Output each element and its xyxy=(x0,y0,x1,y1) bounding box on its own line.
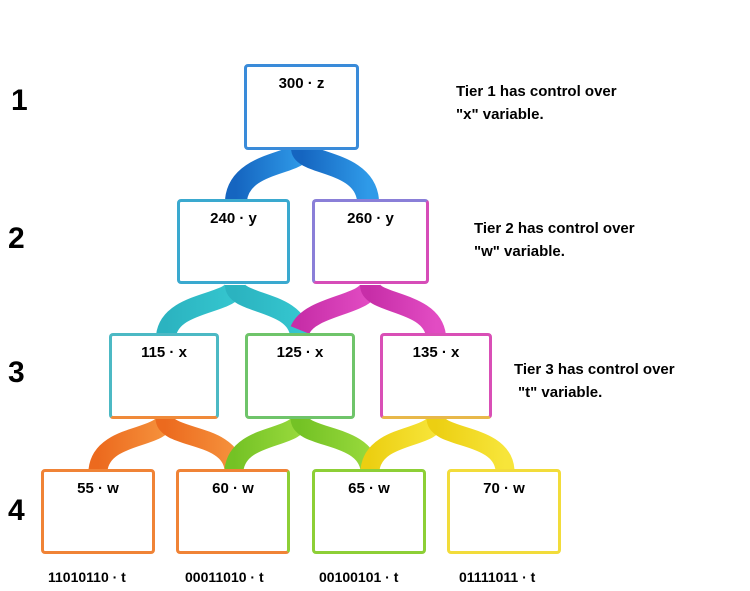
tier-number-4: 4 xyxy=(8,494,25,527)
node-tier2-left-label: 240 · y xyxy=(210,210,257,227)
connector-tier3a-tier4 xyxy=(88,415,244,473)
node-tier2-right-label: 260 · y xyxy=(347,210,394,227)
connector-tier2b-tier3 xyxy=(290,282,446,339)
code-tier4-1: 11010110 · t xyxy=(48,569,126,585)
node-tier2-right: 260 · y xyxy=(312,199,429,284)
node-tier3-right-label: 135 · x xyxy=(412,344,460,361)
node-tier3-right: 135 · x xyxy=(380,333,492,419)
node-tier2-left: 240 · y xyxy=(177,199,290,284)
note-tier2-line1: Tier 2 has control over xyxy=(474,220,635,237)
node-tier3-middle-label: 125 · x xyxy=(276,344,324,361)
connector-tier3b-tier4 xyxy=(224,415,380,473)
node-tier4-4-label: 70 · w xyxy=(483,480,525,497)
tier-number-2: 2 xyxy=(8,222,25,255)
node-tier1-label: 300 · z xyxy=(278,75,325,92)
node-tier4-4: 70 · w xyxy=(447,469,561,554)
node-tier3-middle: 125 · x xyxy=(245,333,355,419)
tier-number-1: 1 xyxy=(11,84,28,117)
node-tier3-left-label: 115 · x xyxy=(141,344,187,361)
node-tier4-2: 60 · w xyxy=(176,469,290,554)
note-tier2-line2: "w" variable. xyxy=(474,243,565,260)
connector-tier1-tier2 xyxy=(225,143,379,203)
note-tier3-line1: Tier 3 has control over xyxy=(514,361,675,378)
note-tier2: Tier 2 has control over "w" variable. xyxy=(474,217,635,263)
node-tier4-1: 55 · w xyxy=(41,469,155,554)
code-tier4-4: 01111011 · t xyxy=(459,569,536,585)
node-tier4-3: 65 · w xyxy=(312,469,426,554)
code-tier4-3: 00100101 · t xyxy=(319,569,399,585)
node-tier3-left: 115 · x xyxy=(109,333,219,419)
note-tier3: Tier 3 has control over "t" variable. xyxy=(514,358,675,404)
note-tier1: Tier 1 has control over "x" variable. xyxy=(456,80,617,126)
note-tier3-line2: "t" variable. xyxy=(518,384,603,401)
note-tier1-line1: Tier 1 has control over xyxy=(456,83,617,100)
node-tier1: 300 · z xyxy=(244,64,359,150)
connector-tier2a-tier3 xyxy=(156,282,310,339)
node-tier4-2-label: 60 · w xyxy=(212,480,254,497)
node-tier4-3-label: 65 · w xyxy=(348,480,390,497)
connector-tier3c-tier4 xyxy=(360,415,515,473)
tier-number-3: 3 xyxy=(8,356,25,389)
note-tier1-line2: "x" variable. xyxy=(456,106,544,123)
node-tier4-1-label: 55 · w xyxy=(77,480,119,497)
code-tier4-2: 00011010 · t xyxy=(185,569,264,585)
